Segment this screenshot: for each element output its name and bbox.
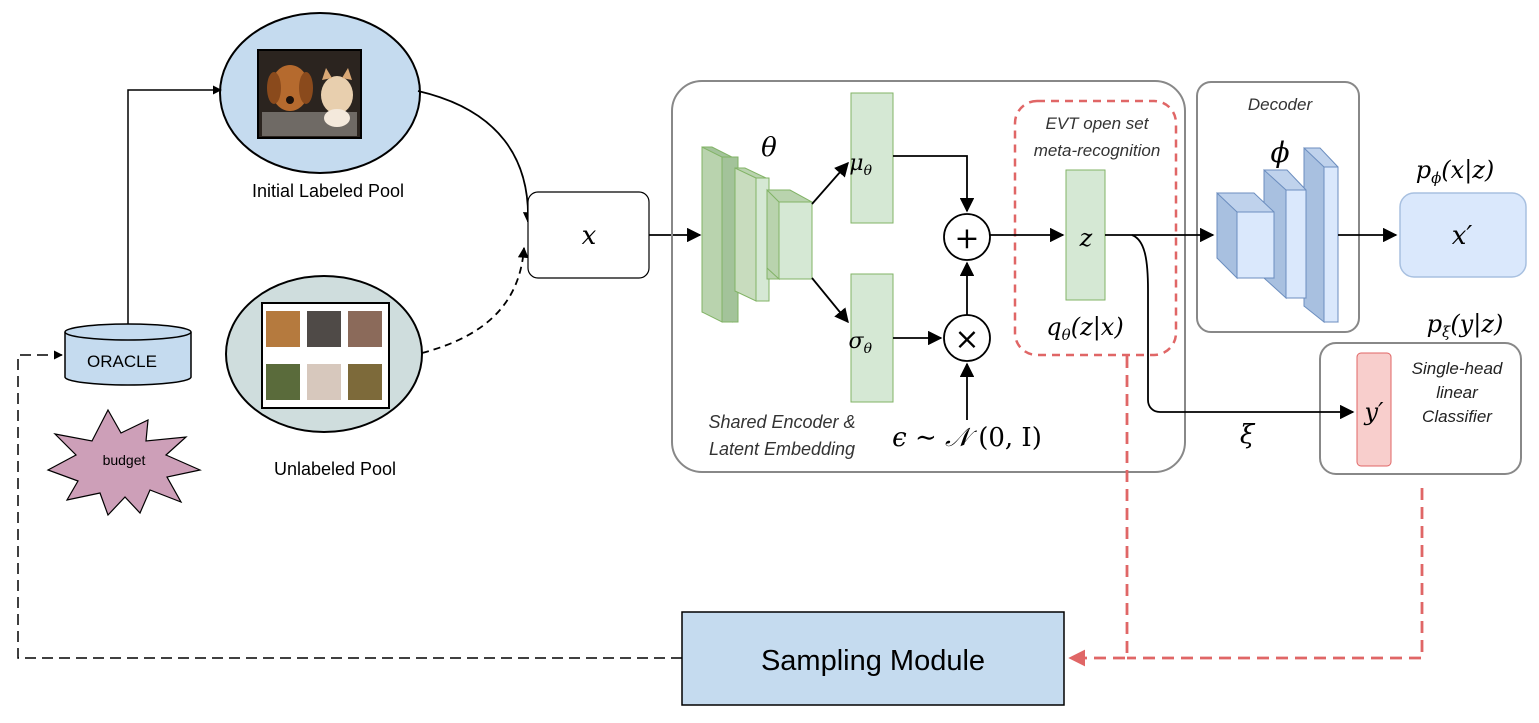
classifier-distribution-label: pξ(y|z) xyxy=(1427,310,1504,341)
unlabeled-pool-caption: Unlabeled Pool xyxy=(274,459,396,479)
evt-dashed-box xyxy=(1013,99,1178,357)
encoder-to-mu-arrow xyxy=(811,161,849,205)
kitten-shape xyxy=(321,76,353,114)
classifier-caption-line3: Classifier xyxy=(1422,407,1493,426)
budget-burst: budget xyxy=(46,408,202,517)
sampling-module xyxy=(681,611,1065,706)
xi-label: ξ xyxy=(1240,420,1256,450)
encoder-container xyxy=(671,80,1186,473)
encoder-caption-line2: Latent Embedding xyxy=(709,439,855,459)
classifier-container xyxy=(1319,342,1522,475)
epsilon-label: ϵ ∼ 𝒩 (0, I) xyxy=(892,423,1042,453)
q-label: qθ(z|x) xyxy=(1046,313,1123,344)
reconstruction-label: x′ xyxy=(1452,221,1473,251)
encoder-layers xyxy=(701,146,813,323)
unlabeled-pool-image xyxy=(261,302,390,409)
puppy-shape xyxy=(271,65,309,111)
labeled-pool-image xyxy=(257,49,362,139)
reconstruction-output xyxy=(1399,192,1527,278)
sampling-module-label: Sampling Module xyxy=(761,645,985,677)
initial-labeled-pool: Initial Labeled Pool xyxy=(219,12,421,201)
unlabeled-to-input-arrow xyxy=(421,246,529,354)
theta-label: θ xyxy=(761,133,777,163)
encoder-caption-line1: Shared Encoder & xyxy=(708,412,855,432)
evt-title-line1: EVT open set xyxy=(1045,114,1149,133)
y-label: y′ xyxy=(1363,398,1384,426)
evt-to-sampling-arrow xyxy=(1068,356,1129,667)
oracle-to-labeled-arrow xyxy=(127,85,222,324)
decoder-layers xyxy=(1216,146,1339,324)
z-to-classifier-arrow xyxy=(1131,234,1355,420)
budget-label: budget xyxy=(103,452,146,468)
plus-operator: + xyxy=(943,213,991,261)
decoder-container xyxy=(1196,81,1360,333)
mu-to-plus-arrow xyxy=(893,155,975,213)
sampling-to-oracle-arrow xyxy=(17,350,682,659)
z-block xyxy=(1065,169,1106,301)
mu-label: μθ xyxy=(849,151,872,179)
phi-label: ϕ xyxy=(1270,136,1289,169)
input-node: x xyxy=(527,191,650,279)
classifier-caption-line2: linear xyxy=(1436,383,1479,402)
sigma-block xyxy=(850,273,894,403)
classifier-caption-line1: Single-head xyxy=(1412,359,1503,378)
times-operator: × xyxy=(943,314,991,362)
encoder-to-sigma-arrow xyxy=(811,277,849,324)
svg-text:+: + xyxy=(954,221,979,256)
decoder-title: Decoder xyxy=(1248,95,1314,114)
evt-title-line2: meta-recognition xyxy=(1034,141,1161,160)
y-block xyxy=(1356,352,1392,467)
decoder-distribution-label: pϕ(x|z) xyxy=(1416,156,1495,187)
z-label: z xyxy=(1079,224,1093,252)
labeled-pool-caption: Initial Labeled Pool xyxy=(252,181,404,201)
labeled-to-input-arrow xyxy=(417,90,534,224)
svg-text:×: × xyxy=(954,322,979,357)
classifier-to-sampling-line xyxy=(1127,488,1424,660)
mu-block xyxy=(850,92,894,224)
unlabeled-pool: Unlabeled Pool xyxy=(225,275,423,479)
oracle-database: ORACLE xyxy=(64,323,192,386)
input-label: x xyxy=(582,221,597,251)
sigma-label: σθ xyxy=(849,329,873,357)
oracle-label: ORACLE xyxy=(87,352,157,371)
